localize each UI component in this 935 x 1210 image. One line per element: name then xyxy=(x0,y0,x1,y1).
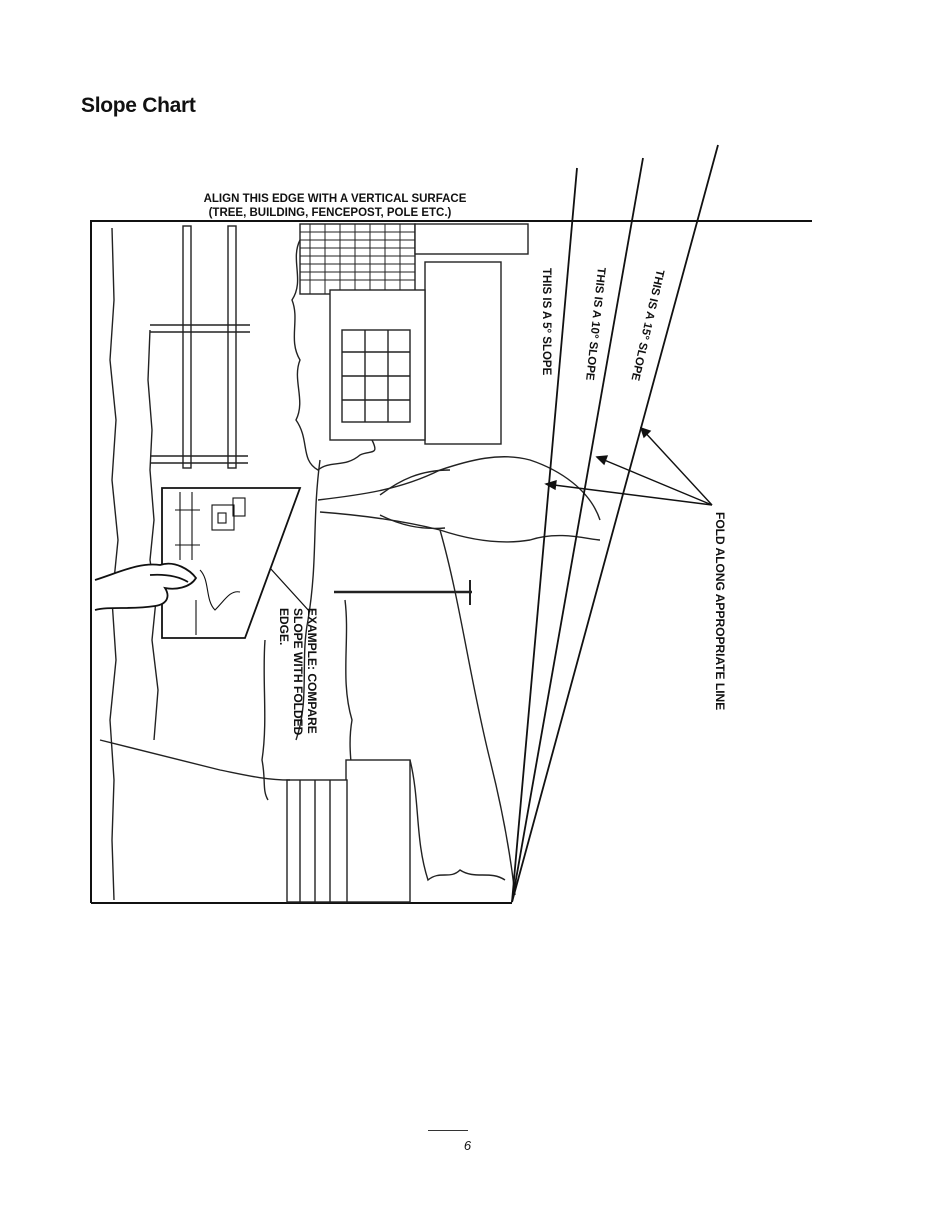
illustration-frame xyxy=(90,221,512,904)
page-title: Slope Chart xyxy=(81,94,196,117)
slope-15-label: THIS IS A 15° SLOPE xyxy=(628,268,665,382)
slope-5-label: THIS IS A 5° SLOPE xyxy=(540,268,552,376)
slope-10-label: THIS IS A 10° SLOPE xyxy=(583,267,607,382)
page-number-rule xyxy=(428,1130,468,1131)
slope-10-line xyxy=(511,157,644,903)
fold-arrows xyxy=(544,426,713,506)
slope-15-line xyxy=(511,144,719,903)
align-edge-label-line2: (TREE, BUILDING, FENCEPOST, POLE ETC.) xyxy=(209,207,452,219)
slope-5-line xyxy=(511,167,578,903)
example-label-line3: EDGE. xyxy=(277,608,291,645)
landscape-illustration xyxy=(99,223,601,903)
example-label-line2: SLOPE WITH FOLDED xyxy=(291,608,305,736)
slope-lines xyxy=(511,144,719,903)
page-number: 6 xyxy=(463,1138,472,1153)
align-edge-label-line1: ALIGN THIS EDGE WITH A VERTICAL SURFACE xyxy=(204,193,467,205)
example-inset xyxy=(94,487,311,639)
example-label-line1: EXAMPLE: COMPARE xyxy=(305,608,319,734)
fold-label: FOLD ALONG APPROPRIATE LINE xyxy=(713,512,727,710)
